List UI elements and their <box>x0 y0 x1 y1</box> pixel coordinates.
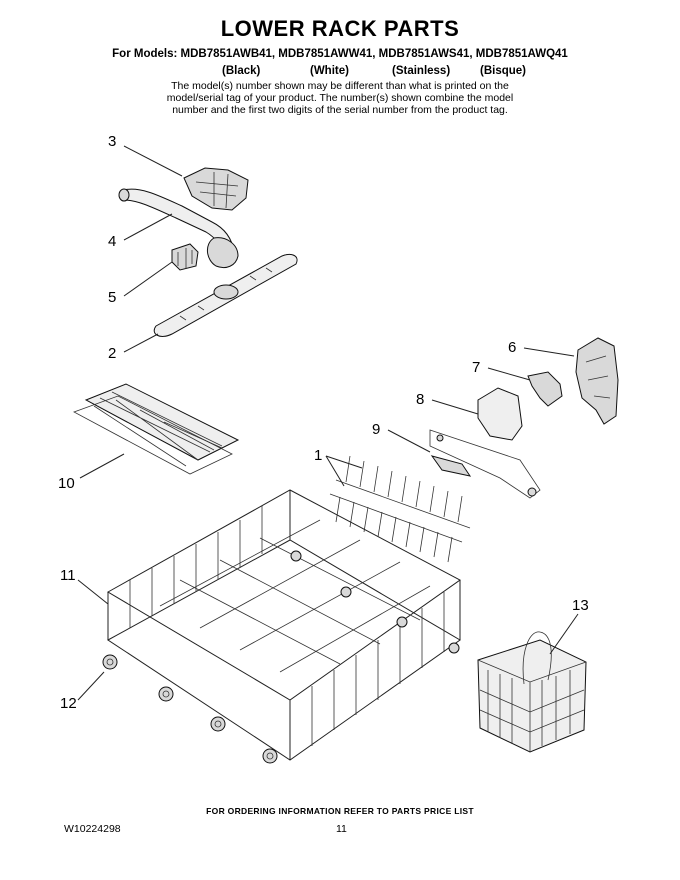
callout-8: 8 <box>416 391 424 408</box>
callout-7: 7 <box>472 359 480 376</box>
part-12-wheels <box>102 654 278 764</box>
part-9-stop <box>430 455 472 477</box>
note-line: The model(s) number shown may be differe… <box>171 80 509 92</box>
callout-10: 10 <box>58 475 75 492</box>
ordering-note: FOR ORDERING INFORMATION REFER TO PARTS … <box>206 806 474 816</box>
callout-4: 4 <box>108 233 116 250</box>
callout-5: 5 <box>108 289 116 306</box>
model-note: The model(s) number shown may be differe… <box>140 80 540 116</box>
variant-stainless: (Stainless) <box>392 65 451 77</box>
document-code: W10224298 <box>64 823 121 835</box>
callout-6: 6 <box>508 339 516 356</box>
part-13-silverware-basket <box>477 631 587 753</box>
callout-9: 9 <box>372 421 380 438</box>
note-line: model/serial tag of your product. The nu… <box>166 92 514 104</box>
part-1-tines <box>329 455 471 563</box>
part-2-spray-arm <box>153 253 298 337</box>
callout-12: 12 <box>60 695 77 712</box>
part-4-feed-tube <box>118 188 239 269</box>
variant-black: (Black) <box>222 65 261 77</box>
callout-11: 11 <box>60 567 76 584</box>
page-number: 11 <box>336 823 347 835</box>
part-8-adjuster-plate <box>429 387 541 499</box>
part-3-manifold <box>183 167 249 211</box>
variant-white: (White) <box>310 65 349 77</box>
part-7-lever <box>527 371 563 407</box>
part-5-clip <box>171 243 199 271</box>
part-11-lower-rack <box>106 489 461 761</box>
callout-1: 1 <box>314 447 322 464</box>
page-title: LOWER RACK PARTS <box>220 16 460 41</box>
callout-2: 2 <box>108 345 116 362</box>
part-10-tray <box>73 383 240 475</box>
models-line: For Models: MDB7851AWB41, MDB7851AWW41, … <box>112 48 568 60</box>
part-6-adjuster-housing <box>575 337 619 425</box>
callout-13: 13 <box>572 597 589 614</box>
variant-bisque: (Bisque) <box>480 65 526 77</box>
leader-lines <box>77 145 579 701</box>
callout-3: 3 <box>108 133 116 150</box>
note-line: number and the first two digits of the s… <box>172 104 508 116</box>
